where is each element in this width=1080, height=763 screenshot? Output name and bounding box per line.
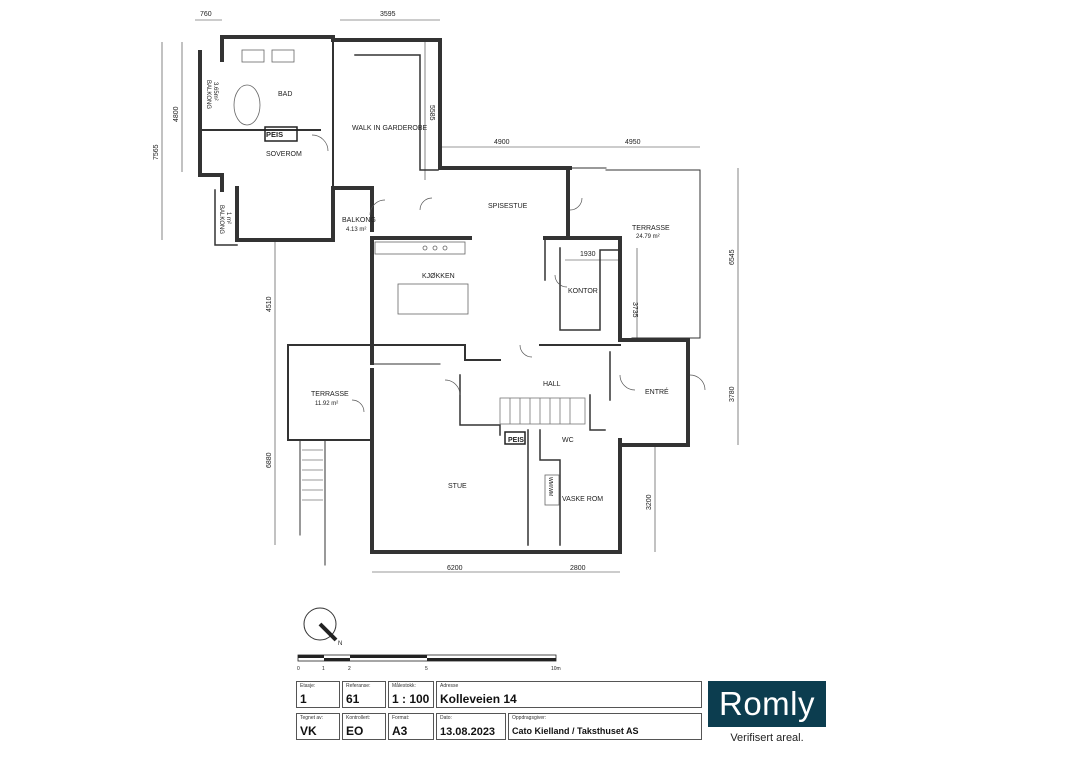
tb-etasje: Etasje: 1 [296, 681, 340, 708]
room-terrasse-2: TERRASSE [311, 391, 349, 398]
room-balkong-2-area: 4.13 m² [346, 227, 366, 233]
tb-format: Format: A3 [388, 713, 434, 740]
dim-6200: 6200 [447, 565, 463, 572]
tb-oppdragsgiver: Oppdragsgiver: Cato Kielland / Taksthuse… [508, 713, 702, 740]
dim-2800: 2800 [570, 565, 586, 572]
scale-tick-1: 1 [322, 666, 325, 672]
romly-logo: Romly [708, 681, 826, 727]
doors [311, 134, 706, 413]
room-terrasse-1-area: 24.79 m² [636, 234, 660, 240]
terrace-left [287, 344, 373, 441]
dim-4950: 4950 [625, 139, 641, 146]
room-wm: WM/WM [547, 477, 553, 496]
scale-tick-5: 5 [425, 666, 428, 672]
dim-3780: 3780 [729, 386, 736, 402]
room-terrasse-2-area: 11.92 m² [315, 401, 338, 407]
kitchen-counter [374, 241, 466, 255]
furniture [233, 49, 560, 506]
room-entre: ENTRÉ [645, 387, 669, 396]
scale-tick-0: 0 [297, 666, 300, 672]
dim-7565: 7565 [153, 144, 160, 160]
tb-tegnet-label: Tegnet av: [300, 715, 324, 721]
dim-4510: 4510 [266, 296, 273, 312]
dim-3200: 3200 [646, 494, 653, 510]
dim-4800: 4800 [173, 106, 180, 122]
tb-adresse-label: Adresse [440, 683, 459, 689]
scale-tick-10m: 10m [551, 666, 561, 672]
kitchen-island [397, 283, 469, 315]
tb-format-label: Format: [392, 715, 410, 721]
dim-3595: 3595 [380, 11, 396, 18]
room-balkong-1-area: 3.65m² [212, 82, 218, 101]
tb-malestokk-value: 1 : 100 [392, 692, 430, 706]
bathtub [233, 84, 261, 126]
dimension-lines [161, 19, 739, 573]
dim-3735: 3735 [631, 302, 638, 318]
dim-6880: 6880 [266, 452, 273, 468]
room-peis-2: PEIS [508, 437, 524, 444]
tb-etasje-value: 1 [300, 692, 307, 706]
room-peis-1: PEIS [266, 130, 283, 139]
wall-upper-block [198, 35, 442, 242]
tb-adresse-value: Kolleveien 14 [440, 692, 517, 706]
stairs [302, 397, 586, 501]
tb-adresse: Adresse Kolleveien 14 [436, 681, 702, 708]
room-vaskerom: VASKE ROM [562, 496, 603, 503]
dim-4900: 4900 [494, 139, 510, 146]
room-stue: STUE [448, 483, 467, 490]
tb-etasje-label: Etasje: [300, 683, 316, 689]
tb-kontrollert-value: EO [346, 724, 364, 738]
room-balkong-3: BALKONG [218, 205, 224, 234]
tb-kontrollert: Kontrollert: EO [342, 713, 386, 740]
tb-oppdragsgiver-value: Cato Kielland / Taksthuset AS [512, 726, 639, 736]
scale-tick-2: 2 [348, 666, 351, 672]
tb-tegnet-value: VK [300, 724, 317, 738]
tb-dato-label: Dato: [440, 715, 452, 721]
scale-bar [297, 654, 557, 662]
dim-5585: 5585 [428, 105, 435, 121]
tb-dato-value: 13.08.2023 [440, 726, 496, 738]
walls [198, 35, 701, 566]
tb-oppdragsgiver-label: Oppdragsgiver: [512, 715, 547, 721]
romly-logo-text: Romly [718, 685, 815, 722]
tb-format-value: A3 [392, 724, 408, 738]
room-balkong-3-area: 1 m² [225, 212, 231, 224]
tb-malestokk-label: Målestokk: [392, 683, 416, 689]
north-arrow-icon [303, 607, 338, 642]
tb-dato: Dato: 13.08.2023 [436, 713, 506, 740]
room-spisestue: SPISESTUE [488, 203, 528, 210]
tb-referanse: Referanse: 61 [342, 681, 386, 708]
room-balkong-2: BALKONG [342, 217, 376, 224]
dim-760: 760 [200, 11, 212, 18]
room-kontor: KONTOR [568, 288, 598, 295]
romly-tagline: Verifisert areal. [730, 732, 804, 744]
room-hall: HALL [543, 381, 561, 388]
tb-referanse-value: 61 [346, 692, 360, 706]
tb-kontrollert-label: Kontrollert: [346, 715, 371, 721]
room-balkong-1: BALKONG [205, 80, 211, 109]
room-walkin: WALK IN GARDEROBE [352, 125, 428, 132]
dim-1930: 1930 [580, 251, 596, 258]
room-terrasse-1: TERRASSE [632, 225, 670, 232]
room-wc: WC [562, 437, 574, 444]
room-bad: BAD [278, 91, 292, 98]
tb-referanse-label: Referanse: [346, 683, 371, 689]
tb-tegnet: Tegnet av: VK [296, 713, 340, 740]
tb-malestokk: Målestokk: 1 : 100 [388, 681, 434, 708]
compass-north-label: N [338, 641, 342, 647]
room-kjokken: KJØKKEN [422, 273, 455, 280]
dim-6545: 6545 [729, 249, 736, 265]
room-soverom: SOVEROM [266, 151, 302, 158]
